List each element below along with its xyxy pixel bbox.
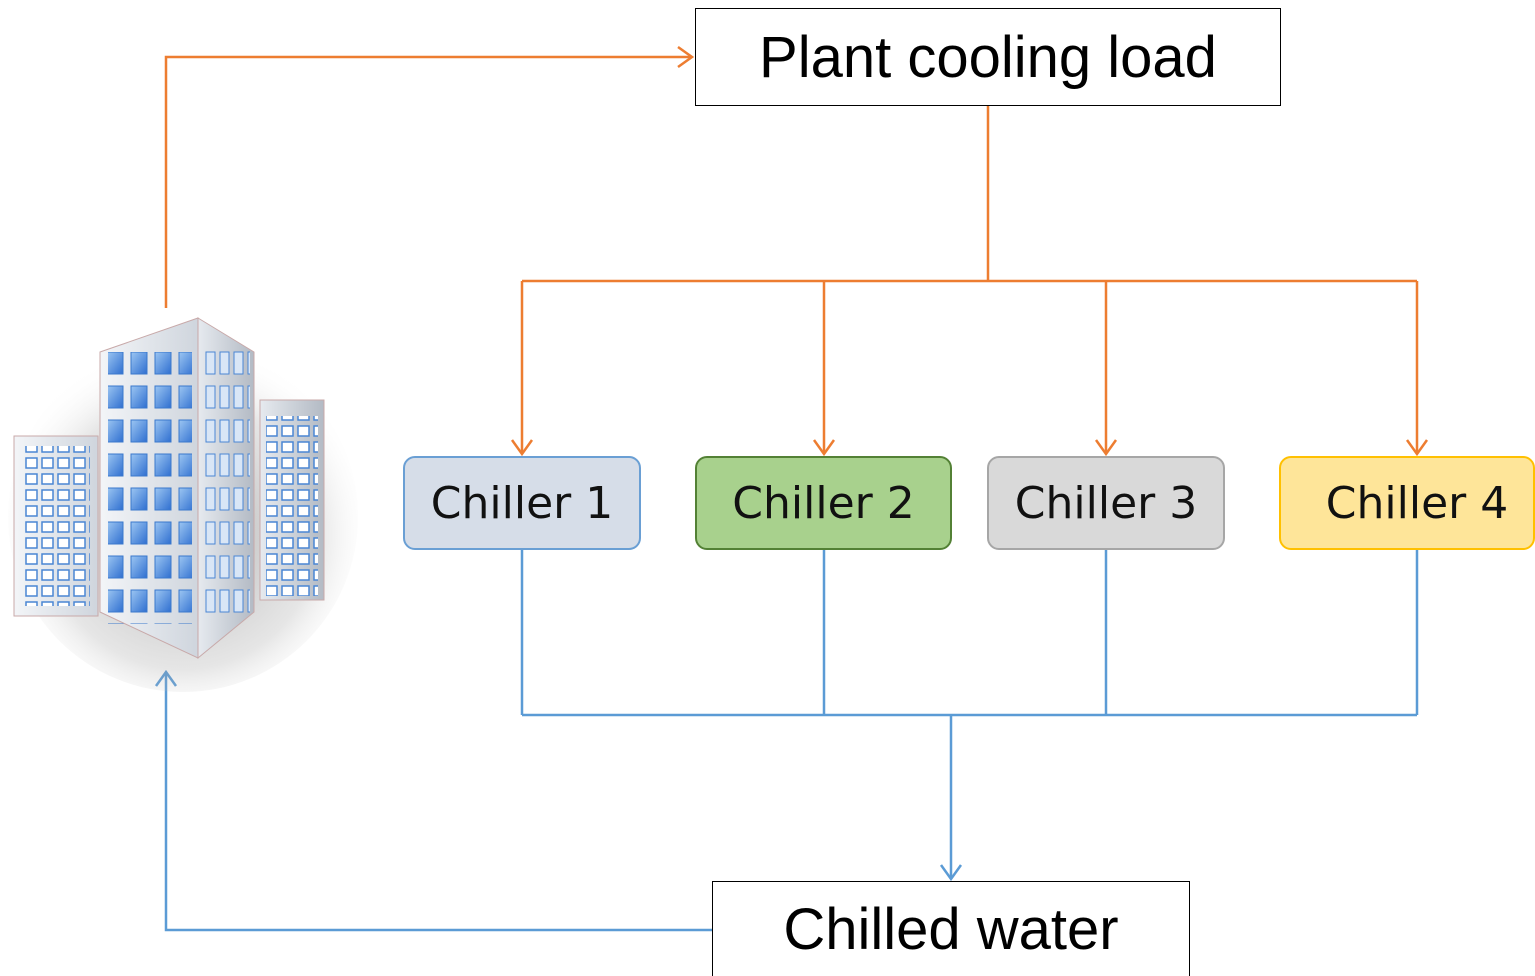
chiller-4-box: Chiller 4: [1279, 456, 1535, 550]
chilled-water-flow-lines: [154, 550, 1419, 932]
chilled-water-box: Chilled water: [712, 881, 1190, 976]
chiller-2-arrowhead: [812, 439, 836, 457]
chiller-2-box: Chiller 2: [695, 456, 952, 550]
cooling-load-flow-lines: [164, 45, 1429, 457]
load-arrowhead: [677, 45, 695, 69]
water-arrowhead: [939, 864, 963, 882]
plant-cooling-load-box: Plant cooling load: [695, 8, 1281, 106]
chiller-3-box: Chiller 3: [987, 456, 1225, 550]
building-to-load-line: [164, 55, 692, 308]
water-to-building-line: [164, 672, 712, 932]
chiller-1-box: Chiller 1: [403, 456, 641, 550]
office-building-icon: [8, 317, 358, 692]
chiller-3-arrowhead: [1094, 439, 1118, 457]
chiller-1-arrowhead: [510, 439, 534, 457]
chiller-4-arrowhead: [1405, 439, 1429, 457]
